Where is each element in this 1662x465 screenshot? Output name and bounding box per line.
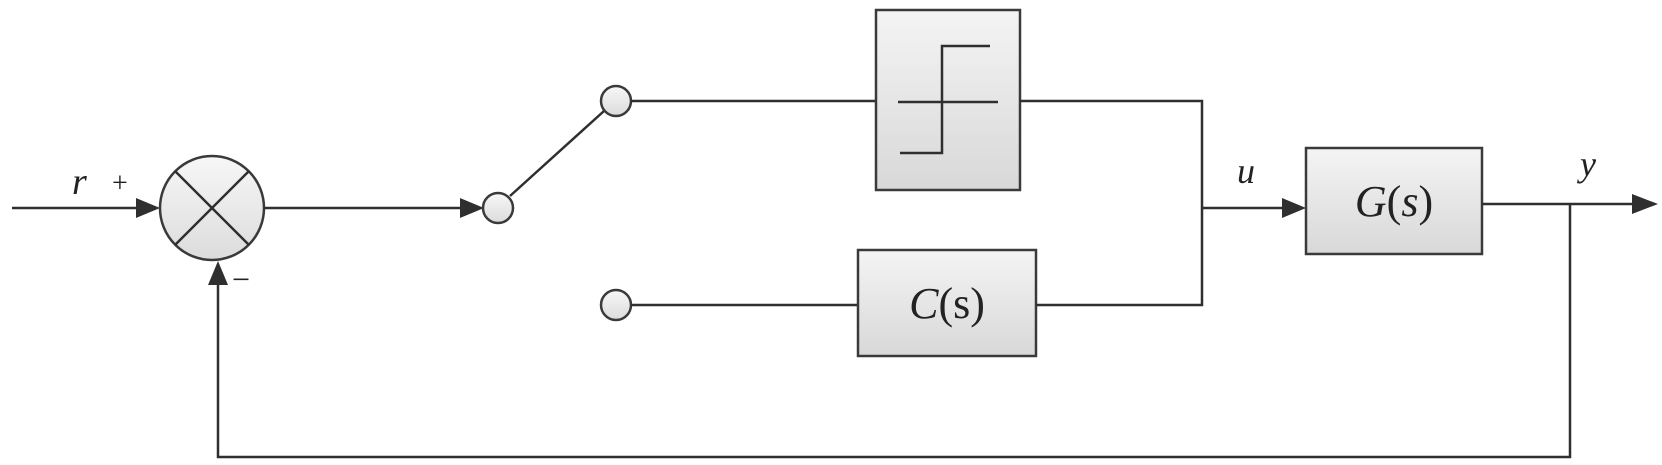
summing-junction <box>160 156 264 260</box>
plant-input-arrow <box>1282 198 1306 218</box>
controller-label: C(s) <box>909 279 985 328</box>
minus-sign: − <box>232 261 250 297</box>
output-label: y <box>1577 144 1596 184</box>
control-label: u <box>1237 151 1255 191</box>
relay-output-wire <box>1020 101 1202 208</box>
controller-output-wire <box>1036 208 1202 305</box>
reference-label: r <box>72 161 87 203</box>
output-arrow <box>1632 194 1658 214</box>
switch-arm <box>510 111 604 196</box>
switch-upper-terminal[interactable] <box>601 86 631 116</box>
input-arrow <box>136 198 160 218</box>
switch-input-arrow <box>460 198 484 218</box>
switch-pivot-terminal[interactable] <box>483 193 513 223</box>
relay-block[interactable] <box>876 10 1020 190</box>
plus-sign: + <box>112 168 128 199</box>
plant-label: G(s) <box>1355 177 1433 226</box>
feedback-arrow <box>208 261 228 285</box>
switch-lower-terminal[interactable] <box>601 290 631 320</box>
